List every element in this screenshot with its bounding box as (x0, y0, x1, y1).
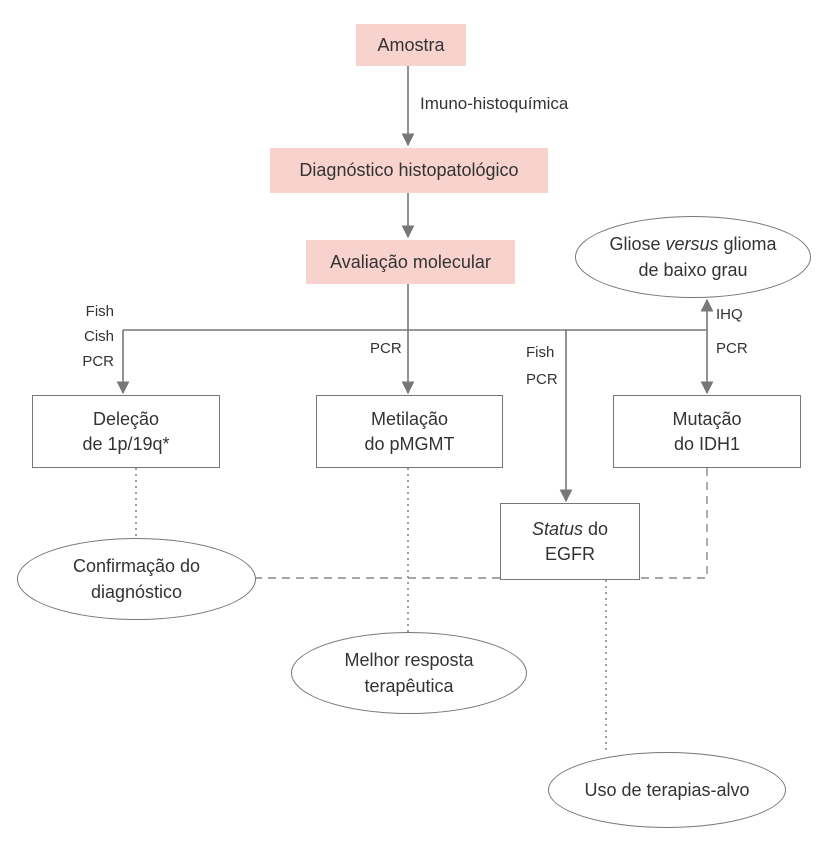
node-status-egfr-rest: do (583, 518, 609, 539)
node-uso-terapias: Uso de terapias-alvo (548, 752, 786, 828)
node-metilacao: Metilação do pMGMT (316, 395, 503, 468)
node-melhor-resposta-line1: Melhor resposta (344, 650, 474, 670)
node-mutacao-line1: Mutação (672, 408, 742, 429)
node-delecao-line2: de 1p/19q* (82, 433, 170, 454)
node-delecao: Deleção de 1p/19q* (32, 395, 220, 468)
node-confirmacao-line2: diagnóstico (90, 582, 183, 602)
node-diagnostico-label: Diagnóstico histopatológico (299, 160, 519, 180)
label-egfr-methods: Fish PCR (526, 339, 558, 393)
node-diagnostico: Diagnóstico histopatológico (270, 148, 548, 193)
label-ihq: IHQ (716, 306, 743, 323)
node-gliose-post: glioma (718, 234, 777, 254)
label-imuno: Imuno-histoquímica (420, 94, 569, 113)
node-mutacao: Mutação do IDH1 (613, 395, 801, 468)
node-confirmacao-line1: Confirmação do (72, 556, 201, 576)
node-status-egfr-line1: Status do (532, 517, 608, 542)
node-melhor-resposta: Melhor resposta terapêutica (291, 632, 527, 714)
label-center-pcr: PCR (370, 340, 402, 357)
node-metilacao-line2: do pMGMT (364, 433, 455, 454)
node-confirmacao: Confirmação do diagnóstico (17, 538, 256, 620)
label-idh-pcr: PCR (716, 340, 748, 357)
node-status-egfr: Status do EGFR (500, 503, 640, 580)
node-gliose-italic: versus (665, 234, 719, 254)
node-mutacao-line2: do IDH1 (673, 433, 741, 454)
label-left-pcr: PCR (82, 353, 114, 370)
node-amostra: Amostra (356, 24, 466, 66)
node-delecao-line1: Deleção (92, 408, 160, 429)
node-amostra-label: Amostra (377, 34, 445, 55)
label-left-methods: Fish Cish PCR (72, 299, 114, 374)
node-status-egfr-italic: Status (531, 518, 583, 539)
node-gliose-line2: de baixo grau (638, 260, 748, 280)
node-melhor-resposta-line2: terapêutica (364, 676, 454, 696)
node-avaliacao-label: Avaliação molecular (330, 251, 491, 272)
node-status-egfr-line2: EGFR (544, 543, 595, 564)
label-left-cish: Cish (83, 328, 114, 345)
dashed-mutacao-confirmacao (640, 468, 708, 579)
node-metilacao-line1: Metilação (370, 408, 449, 429)
node-avaliacao: Avaliação molecular (306, 240, 515, 284)
node-uso-terapias-label: Uso de terapias-alvo (584, 780, 750, 800)
label-left-fish: Fish (85, 303, 114, 320)
node-gliose: Gliose versus glioma de baixo grau (575, 216, 811, 298)
label-egfr-fish: Fish (526, 344, 555, 361)
label-egfr-pcr: PCR (526, 371, 558, 388)
node-gliose-line1: Gliose versus glioma (609, 231, 776, 257)
node-gliose-pre: Gliose (609, 234, 666, 254)
